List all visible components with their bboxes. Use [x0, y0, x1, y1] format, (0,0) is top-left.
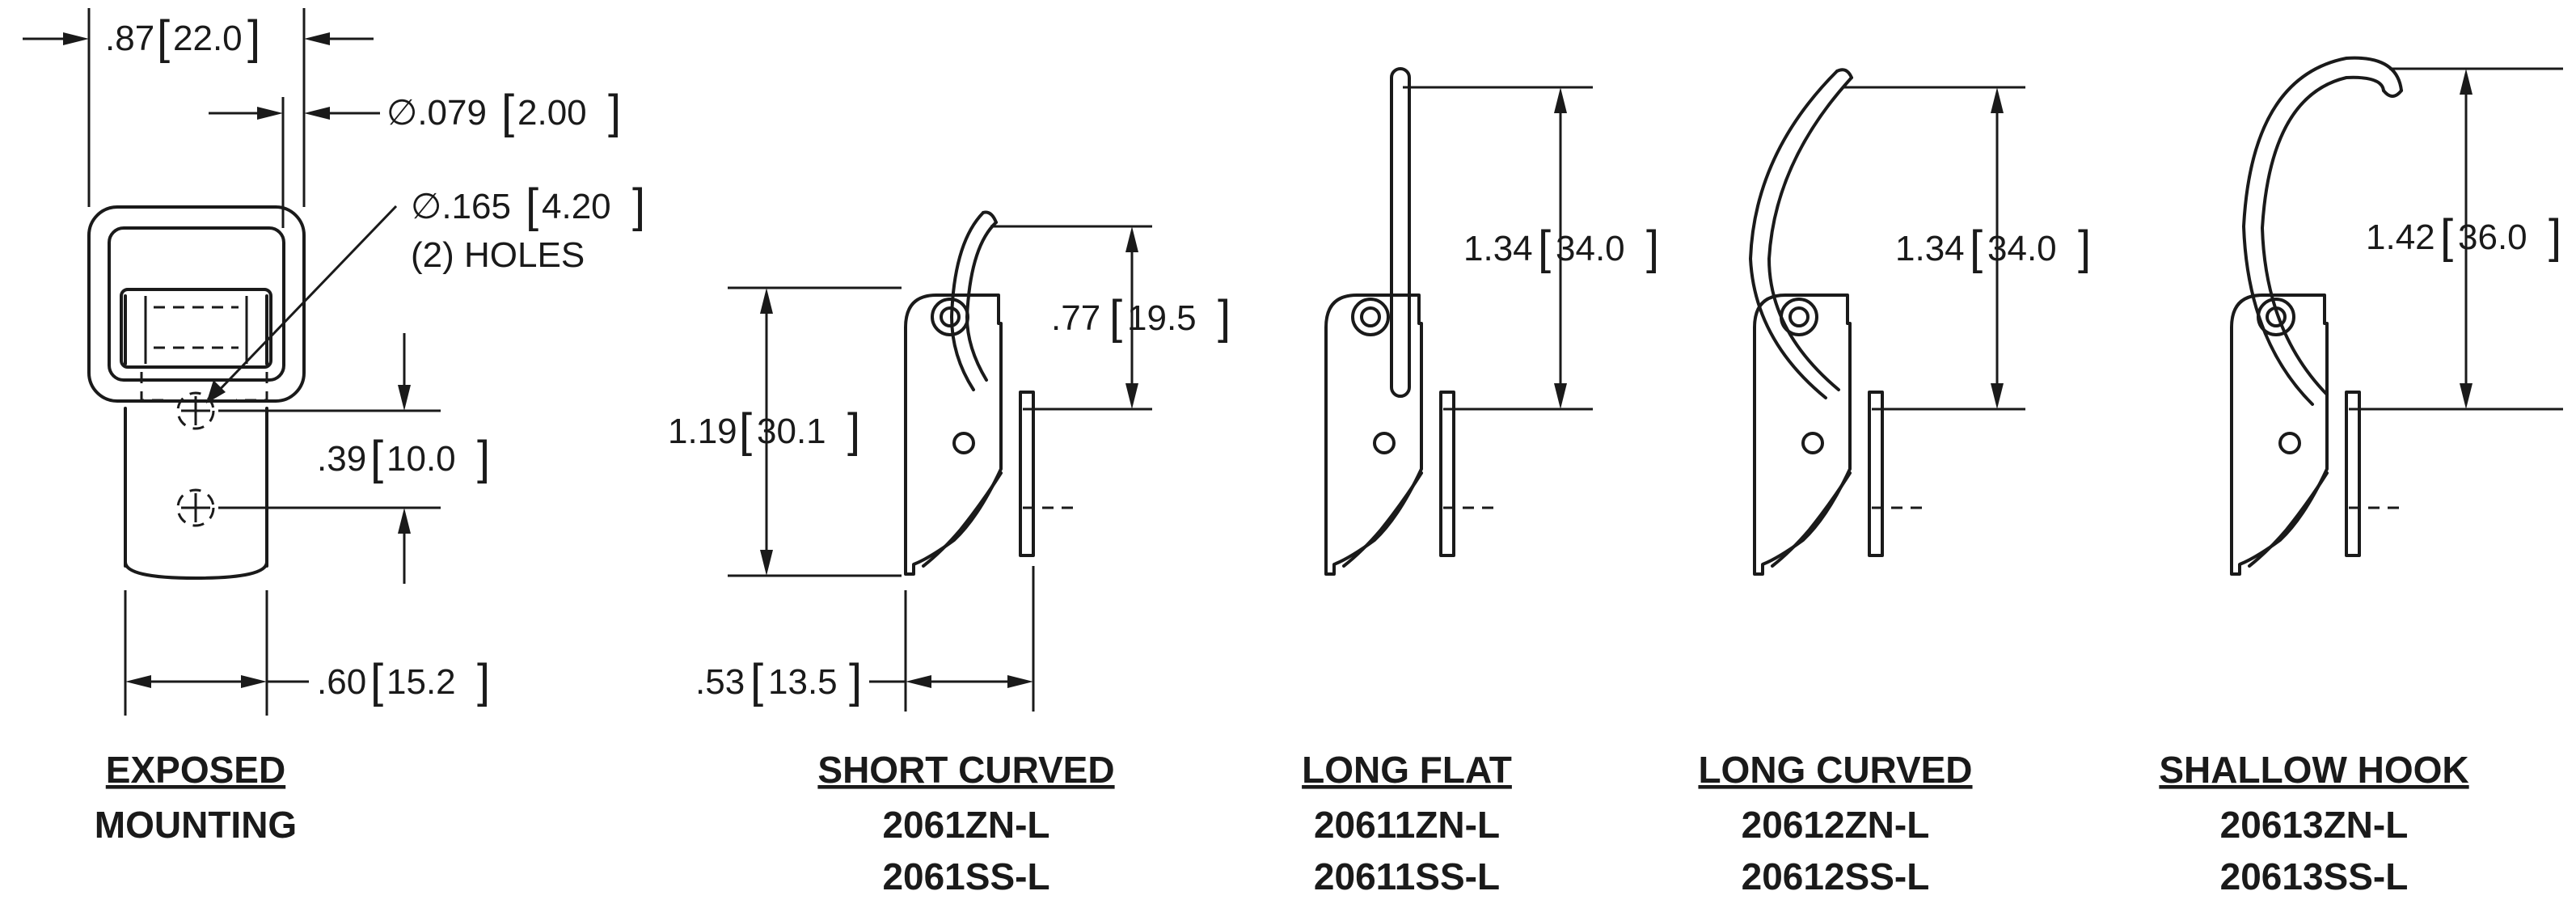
svg-text:]: ] [608, 86, 621, 138]
svg-text:[: [ [1970, 222, 1983, 274]
dim-exposed-width-inch: .87 [105, 19, 154, 58]
short-curved-hook [950, 211, 985, 391]
svg-text:[: [ [370, 655, 383, 707]
short-curved-view [904, 210, 1082, 576]
svg-text:]: ] [2078, 222, 2091, 274]
dim-short-curved-reach-mm: 19.5 [1127, 298, 1197, 338]
long-curved-hook [1749, 70, 1839, 399]
svg-text:]: ] [477, 655, 490, 707]
svg-text:[: [ [157, 11, 170, 64]
dim-short-curved-reach-inch: .77 [1051, 298, 1100, 338]
svg-text:[: [ [1538, 222, 1551, 274]
svg-text:]: ] [847, 404, 860, 457]
latch-body-long-flat [1324, 294, 1502, 576]
dim-hole-spacing-mm: 10.0 [386, 439, 456, 479]
exposed-mounting-view [23, 8, 441, 716]
svg-text:]: ] [2549, 210, 2561, 263]
latch-body-long-curved [1753, 294, 1931, 576]
svg-text:[: [ [526, 179, 538, 232]
caption-title-shallow-hook: SHALLOW HOOK [2159, 749, 2468, 791]
dim-long-curved-reach-inch: 1.34 [1895, 229, 1965, 268]
svg-text:]: ] [1218, 291, 1231, 344]
svg-text:]: ] [247, 11, 260, 64]
dim-base-width-inch: .60 [317, 662, 366, 702]
dim-pin-diameter-inch: ∅.079 [386, 93, 487, 133]
caption-part-ss-short-curved: 2061SS-L [882, 855, 1049, 897]
caption-part-zn-long-curved: 20612ZN-L [1742, 804, 1930, 846]
long-flat-dimensions [1403, 86, 1593, 411]
dim-base-width-mm: 15.2 [386, 662, 456, 702]
long-curved-view [1749, 68, 1931, 576]
svg-text:[: [ [750, 655, 763, 707]
caption-part-ss-long-flat: 20611SS-L [1314, 855, 1500, 897]
caption-part-zn-shallow-hook: 20613ZN-L [2220, 804, 2409, 846]
caption-title-short-curved: SHORT CURVED [817, 749, 1114, 791]
long-flat-view [1324, 67, 1502, 576]
long-flat-hook [1390, 67, 1411, 398]
svg-text:]: ] [849, 655, 862, 707]
dim-pin-diameter-mm: 2.00 [517, 93, 587, 133]
dim-hole-diameter-mm: 4.20 [542, 187, 611, 226]
shallow-hook-dimensions [2361, 67, 2563, 411]
shallow-hook-curve [2242, 56, 2403, 406]
caption-title-long-flat: LONG FLAT [1302, 749, 1512, 791]
caption-title-long-curved: LONG CURVED [1698, 749, 1972, 791]
dim-body-height-inch: 1.19 [668, 412, 737, 451]
caption-part-zn-long-flat: 20611ZN-L [1314, 804, 1500, 846]
dim-body-height-mm: 30.1 [757, 412, 826, 451]
svg-text:[: [ [501, 86, 514, 138]
dim-long-curved-reach-mm: 34.0 [1987, 229, 2057, 268]
svg-text:[: [ [370, 432, 383, 484]
long-curved-dimensions [1843, 86, 2025, 411]
caption-part-zn-short-curved: 2061ZN-L [882, 804, 1049, 846]
svg-text:]: ] [1646, 222, 1659, 274]
latch-body-shallow-hook [2230, 294, 2408, 576]
dim-hole-spacing-inch: .39 [317, 439, 366, 479]
dim-exposed-width-mm: 22.0 [173, 19, 243, 58]
shallow-hook-view [2230, 56, 2408, 576]
svg-text:]: ] [632, 179, 645, 232]
dim-body-depth-inch: .53 [695, 662, 745, 702]
svg-text:[: [ [2440, 210, 2453, 263]
short-curved-dimensions [728, 225, 1152, 712]
holes-note: (2) HOLES [411, 235, 585, 275]
svg-text:[: [ [1109, 291, 1122, 344]
dim-shallow-hook-reach-inch: 1.42 [2366, 217, 2435, 257]
svg-text:]: ] [477, 432, 490, 484]
caption-part-ss-long-curved: 20612SS-L [1742, 855, 1930, 897]
caption-line2-exposed: MOUNTING [95, 804, 297, 846]
dim-long-flat-reach-mm: 34.0 [1556, 229, 1625, 268]
svg-text:[: [ [739, 404, 752, 457]
dim-long-flat-reach-inch: 1.34 [1463, 229, 1533, 268]
dim-body-depth-mm: 13.5 [768, 662, 838, 702]
caption-part-ss-shallow-hook: 20613SS-L [2220, 855, 2409, 897]
caption-title-exposed: EXPOSED [106, 749, 285, 791]
dim-shallow-hook-reach-mm: 36.0 [2458, 217, 2527, 257]
dim-hole-diameter-inch: ∅.165 [411, 187, 511, 226]
